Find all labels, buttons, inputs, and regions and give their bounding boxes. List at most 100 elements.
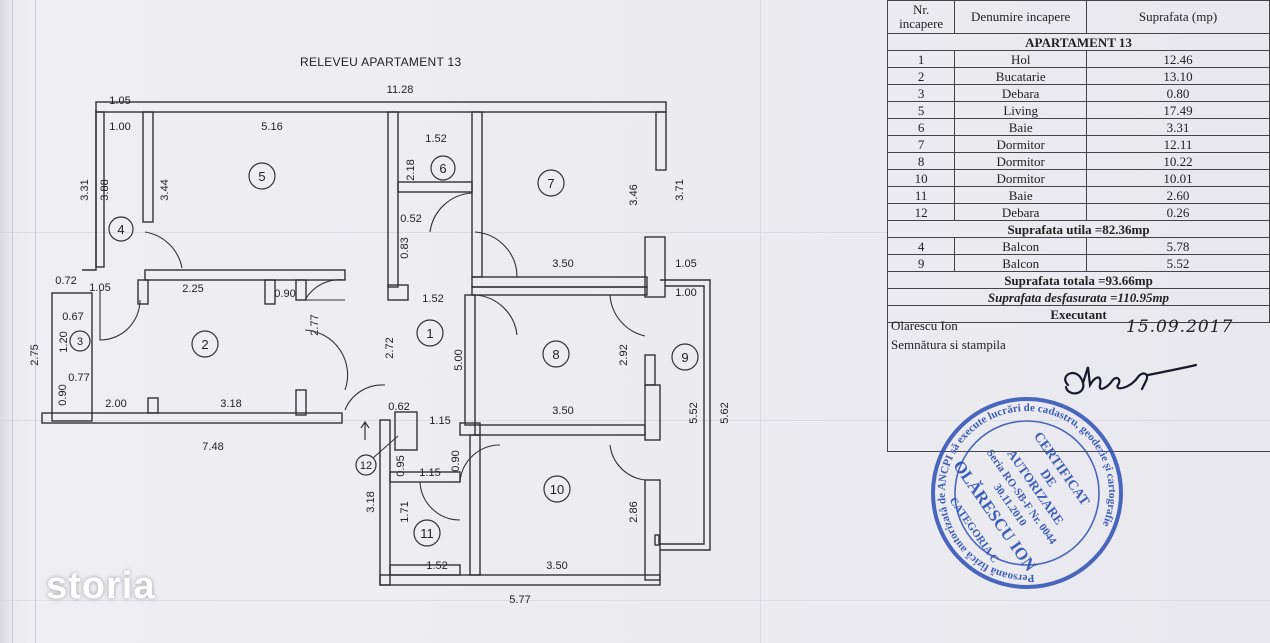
dim-label: 0.90 bbox=[274, 288, 295, 300]
dim-label: 0.62 bbox=[388, 401, 409, 413]
dim-label: 3.50 bbox=[552, 258, 573, 270]
dim-label: 3.88 bbox=[99, 179, 111, 200]
dim-label: 1.05 bbox=[89, 282, 110, 294]
dim-label: 7.48 bbox=[202, 441, 223, 453]
dim-label: 2.18 bbox=[405, 159, 417, 180]
apartment-label: APARTAMENT 13 bbox=[887, 33, 1270, 51]
dim-label: 5.16 bbox=[261, 121, 282, 133]
wall-bottom-right bbox=[379, 574, 661, 586]
room-number-2: 2 bbox=[201, 337, 208, 352]
wall-hall-left bbox=[387, 111, 399, 288]
dim-label: 1.00 bbox=[109, 121, 130, 133]
room-number-8: 8 bbox=[552, 347, 559, 362]
dim-label: 2.72 bbox=[384, 337, 396, 358]
plan-title: RELEVEU APARTAMENT 13 bbox=[300, 55, 462, 69]
room-number-5: 5 bbox=[258, 169, 265, 184]
header-suprafata: Suprafata (mp) bbox=[1086, 0, 1270, 34]
signature bbox=[1064, 363, 1198, 395]
dim-label: 0.72 bbox=[55, 275, 76, 287]
dim-label: 1.15 bbox=[429, 415, 450, 427]
dim-label: 0.90 bbox=[450, 450, 462, 471]
signature-label: Semnătura si stampila bbox=[891, 337, 1006, 352]
dim-label: 0.90 bbox=[57, 384, 69, 405]
dim-label: 2.92 bbox=[618, 344, 630, 365]
wall-debara bbox=[51, 292, 93, 422]
dim-label: 2.75 bbox=[29, 344, 41, 365]
dim-label: 1.52 bbox=[422, 293, 443, 305]
room-number-11: 11 bbox=[420, 526, 434, 541]
dim-label: 1.20 bbox=[58, 331, 70, 352]
dim-label: 5.77 bbox=[509, 594, 530, 606]
room-number-1: 1 bbox=[426, 326, 433, 341]
room-number-9: 9 bbox=[681, 350, 688, 365]
dim-label: 2.25 bbox=[182, 283, 203, 295]
wall-right-mid bbox=[644, 236, 666, 298]
dim-label: 3.18 bbox=[365, 491, 377, 512]
dim-label: 1.00 bbox=[675, 287, 696, 299]
wall-top bbox=[95, 101, 667, 113]
dim-label: 5.52 bbox=[688, 402, 700, 423]
dim-label: 3.44 bbox=[159, 179, 171, 200]
dim-label: 0.52 bbox=[400, 213, 421, 225]
wall-right-top bbox=[655, 111, 667, 171]
dim-label: 0.77 bbox=[68, 372, 89, 384]
handwritten-date: 15.09.2017 bbox=[1126, 317, 1234, 337]
dim-label: 11.28 bbox=[387, 84, 414, 96]
wall-bed7-left bbox=[471, 111, 483, 278]
room-number-7: 7 bbox=[547, 176, 554, 191]
header-nr: Nr. incapere bbox=[886, 0, 956, 34]
cadastral-stamp: Persoană fizică autorizată de ANCPI să e… bbox=[928, 394, 1125, 591]
total-area: Suprafata totala =93.66mp bbox=[887, 271, 1270, 289]
dim-label: 0.83 bbox=[399, 237, 411, 258]
room-number-12: 12 bbox=[360, 460, 372, 472]
dim-label: 3.50 bbox=[546, 560, 567, 572]
room-number-10: 10 bbox=[550, 482, 564, 497]
floor-plan: 5 6 7 4 2 1 3 8 9 10 12 11 11.28 1.05 1.… bbox=[29, 84, 731, 606]
storia-logo: storia bbox=[46, 565, 156, 607]
wall-kitchen-top bbox=[144, 269, 346, 281]
dim-label: 0.67 bbox=[62, 311, 83, 323]
room-number-3: 3 bbox=[77, 336, 83, 348]
executant-box: Olarescu Ion 15.09.2017 Semnătura si sta… bbox=[887, 317, 1270, 452]
useful-area: Suprafata utila =82.36mp bbox=[887, 220, 1270, 238]
dim-label: 3.71 bbox=[674, 179, 686, 200]
executant-label: Executant bbox=[887, 305, 1270, 323]
room-number-6: 6 bbox=[439, 161, 446, 176]
dim-label: 2.00 bbox=[105, 398, 126, 410]
dim-label: 2.86 bbox=[628, 501, 640, 522]
room-number-4: 4 bbox=[117, 222, 124, 237]
dim-label: 1.05 bbox=[675, 258, 696, 270]
dim-label: 5.00 bbox=[453, 349, 465, 370]
dim-label: 3.50 bbox=[552, 405, 573, 417]
dim-label: 3.46 bbox=[628, 184, 640, 205]
dim-label: 0.95 bbox=[395, 455, 407, 476]
dim-label: 1.52 bbox=[426, 560, 447, 572]
wall-living-left bbox=[142, 111, 154, 223]
dim-label: 1.05 bbox=[109, 95, 130, 107]
wall-bed10-left bbox=[469, 434, 481, 576]
room-area-table: Nr. incapere Denumire incapere Suprafata… bbox=[886, 0, 1270, 323]
dim-label: 3.18 bbox=[220, 398, 241, 410]
dim-label: 2.77 bbox=[309, 314, 321, 335]
dim-label: 1.71 bbox=[399, 501, 411, 522]
developed-area: Suprafata desfasurata =110.95mp bbox=[887, 288, 1270, 306]
dim-label: 3.31 bbox=[79, 179, 91, 200]
dim-label: 1.52 bbox=[425, 133, 446, 145]
executant-name: Olarescu Ion bbox=[891, 318, 958, 333]
dim-label: 5.62 bbox=[719, 402, 731, 423]
header-denumire: Denumire incapere bbox=[954, 0, 1088, 34]
wall-bottom-left bbox=[41, 412, 343, 424]
dim-label: 1.15 bbox=[419, 467, 440, 479]
